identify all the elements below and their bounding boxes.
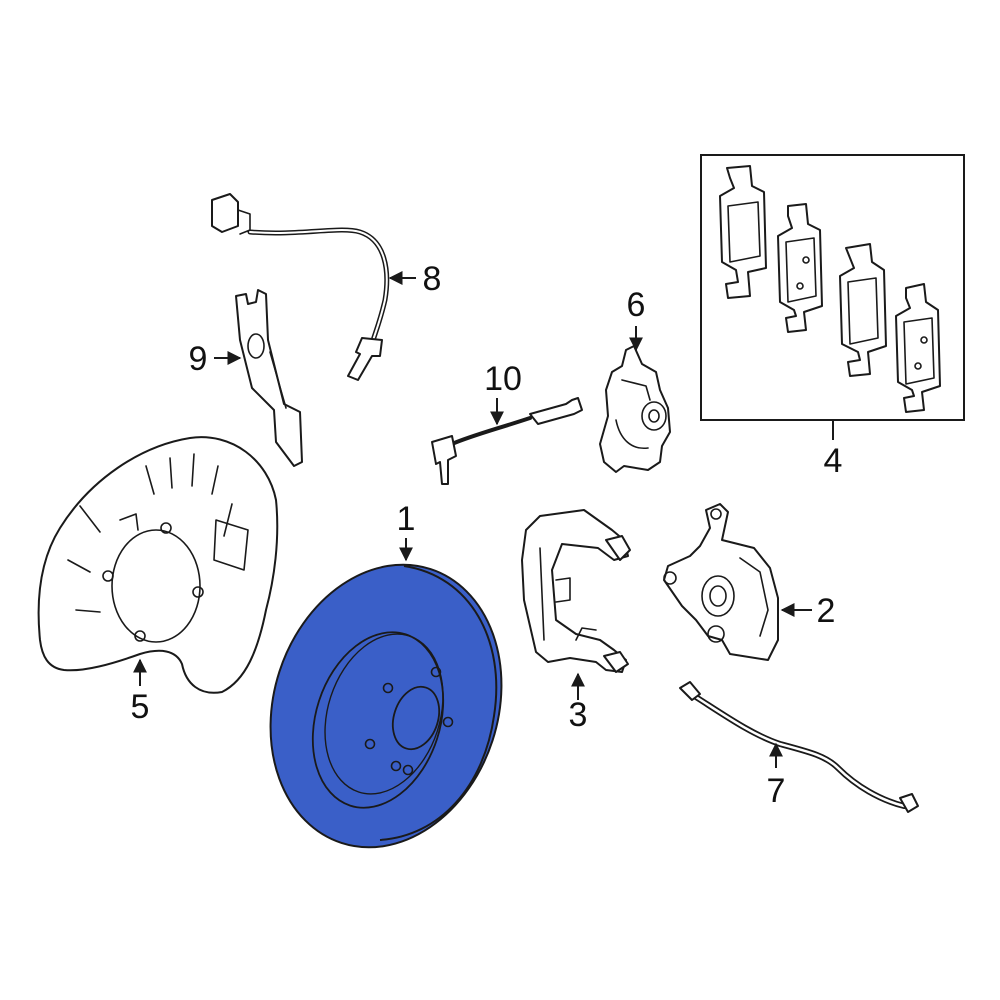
callout-4: 4	[824, 442, 843, 480]
part-4-brake-pad-set[interactable]	[700, 154, 965, 421]
brake-pad-3	[839, 243, 887, 377]
part-8-wheel-speed-sensor[interactable]	[211, 193, 390, 381]
callout-8: 8	[423, 260, 442, 298]
callout-6: 6	[627, 286, 646, 324]
part-6-caliper-housing[interactable]	[599, 345, 671, 473]
part-2-brake-caliper[interactable]	[663, 503, 779, 661]
brake-pad-1	[719, 165, 767, 299]
part-9-sensor-bracket[interactable]	[235, 289, 303, 467]
callout-labels: 1 2 3 4 5 6 7 8 9 10	[131, 260, 843, 810]
part-10-pad-wear-sensor[interactable]	[431, 397, 583, 485]
part-3-caliper-bracket[interactable]	[521, 509, 631, 673]
callout-1: 1	[397, 500, 416, 538]
brake-pad-2	[777, 203, 823, 333]
part-5-dust-shield[interactable]	[37, 436, 279, 694]
callout-7: 7	[767, 772, 786, 810]
callout-5: 5	[131, 688, 150, 726]
brake-pad-4	[895, 283, 941, 413]
callout-2: 2	[817, 592, 836, 630]
callout-9: 9	[189, 340, 208, 378]
part-1-brake-rotor[interactable]	[235, 534, 537, 877]
part-7-brake-hose[interactable]	[679, 681, 919, 813]
callout-10: 10	[484, 360, 522, 398]
leader-lines	[133, 271, 834, 768]
callout-3: 3	[569, 696, 588, 734]
